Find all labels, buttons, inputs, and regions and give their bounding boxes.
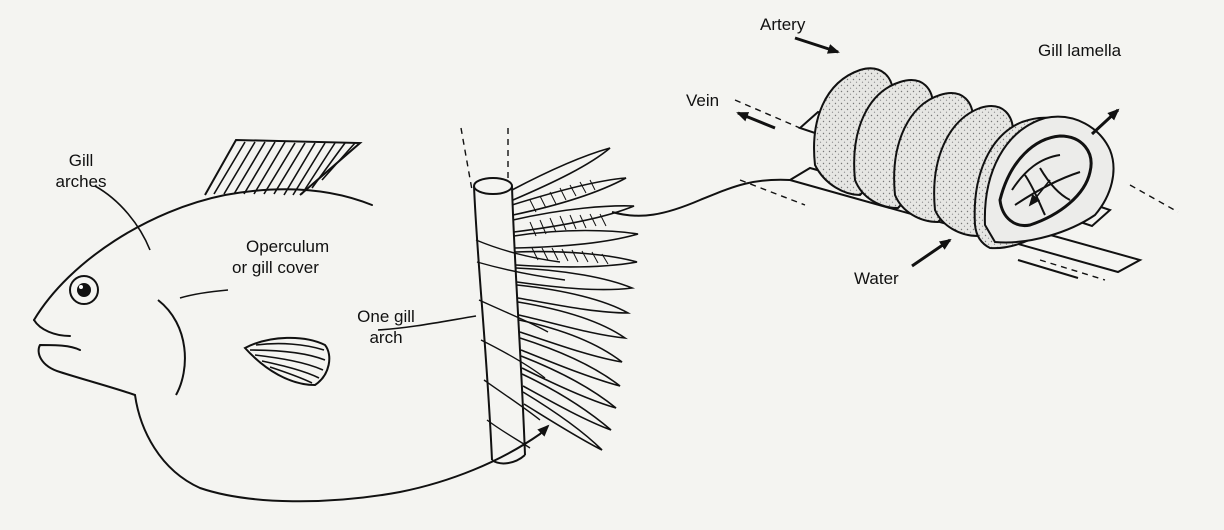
operculum-label-line2: or gill cover — [232, 257, 329, 278]
gill-arches-label: Gill arches — [46, 150, 116, 192]
gill-arches-label-line2: arches — [46, 171, 116, 192]
gill-arches-label-line1: Gill — [46, 150, 116, 171]
operculum-label-line1: Operculum — [232, 236, 329, 257]
pectoral-fin — [245, 338, 329, 385]
water-arrow — [912, 240, 950, 266]
operculum-label: Operculum or gill cover — [232, 236, 329, 278]
one-gill-arch-label-line2: arch — [326, 327, 446, 348]
operculum-curve — [158, 300, 185, 395]
gill-lamella-arrow — [1092, 110, 1118, 134]
water-label: Water — [854, 268, 899, 289]
vein-label: Vein — [686, 90, 719, 111]
gill-lamella-label: Gill lamella — [1038, 40, 1121, 61]
artery-arrow — [795, 38, 838, 52]
fish-eye — [70, 276, 98, 304]
gill-arch-bar — [474, 178, 525, 463]
one-gill-arch-label-line1: One gill — [326, 306, 446, 327]
one-gill-arch-label: One gill arch — [326, 306, 446, 348]
gill-sweep-arrow — [540, 426, 548, 434]
artery-label: Artery — [760, 14, 805, 35]
arch-to-detail-line — [612, 180, 790, 216]
dorsal-fin — [205, 140, 360, 195]
